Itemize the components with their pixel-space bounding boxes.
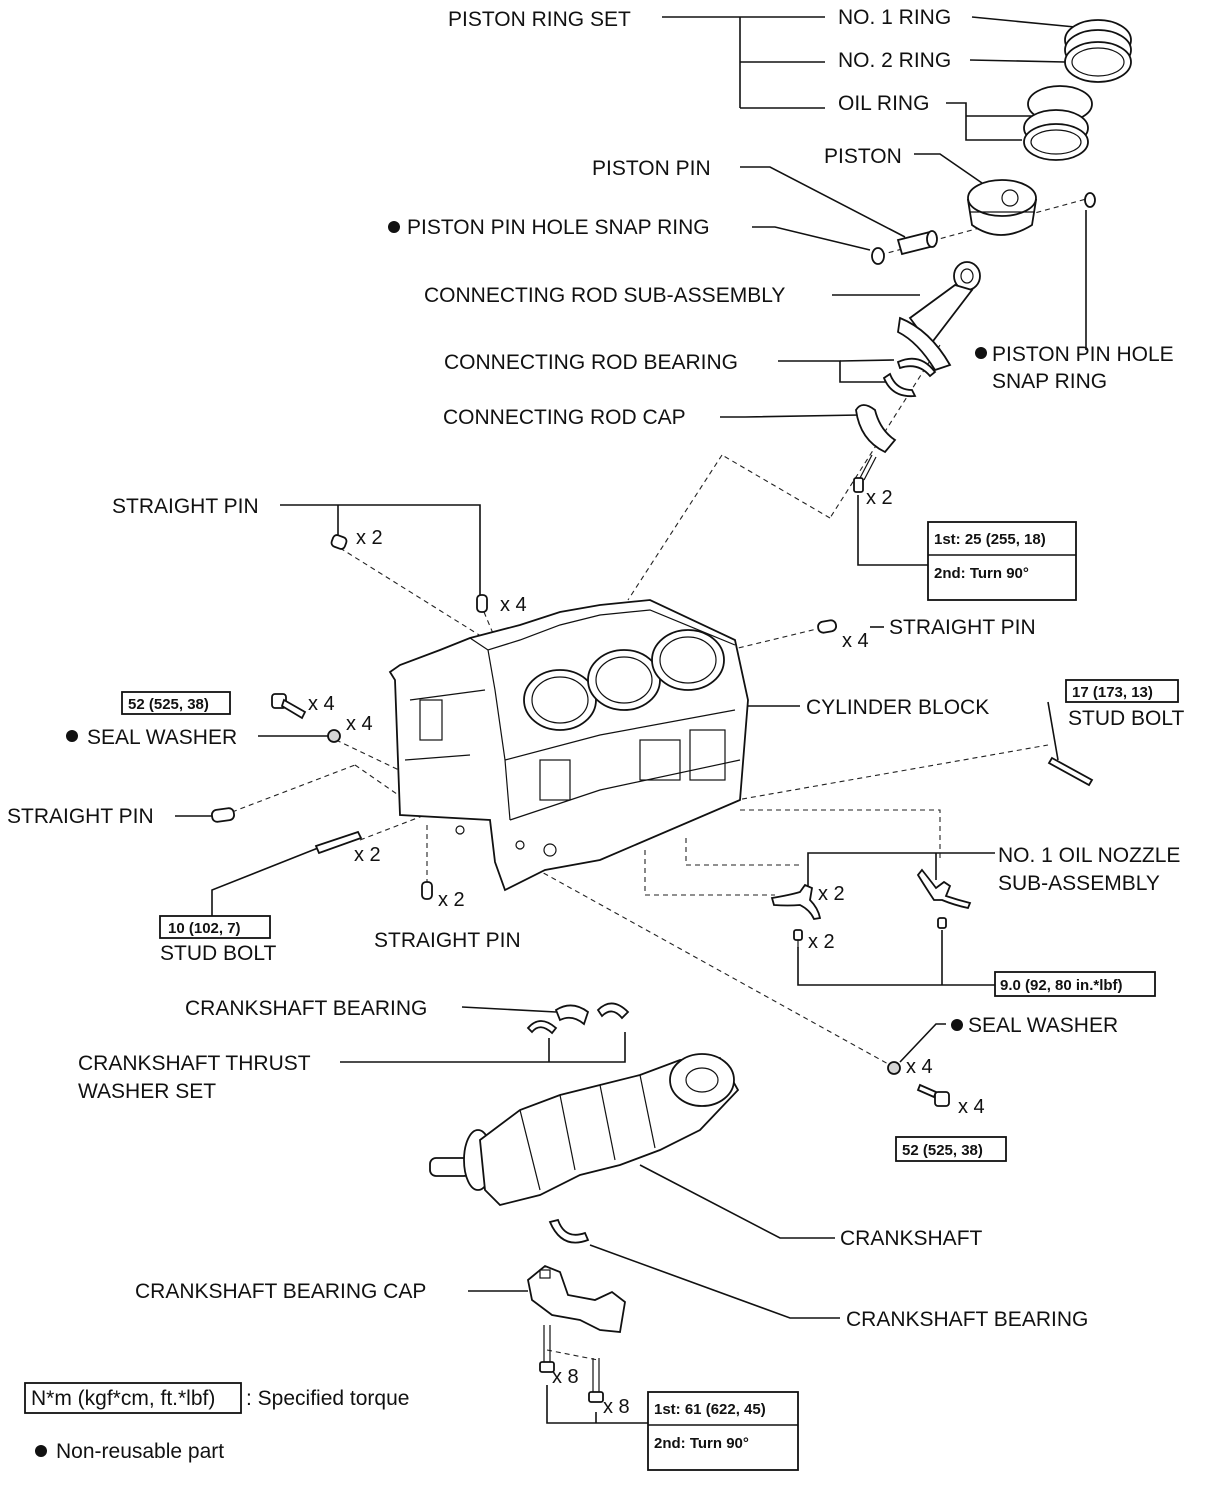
label-piston: PISTON (824, 145, 902, 168)
legend-non-reusable: Non-reusable part (56, 1440, 224, 1463)
torque-bolt-left: 52 (525, 38) (128, 696, 209, 713)
rod-bolt-part (853, 454, 877, 493)
qty-bearing-cap-bolt-b: x 8 (603, 1396, 630, 1418)
bolt-right-part (916, 1083, 950, 1107)
qty-straight-pin-top-a: x 2 (356, 527, 383, 549)
qty-bearing-cap-bolt-a: x 8 (552, 1366, 579, 1388)
label-crankshaft: CRANKSHAFT (840, 1227, 983, 1250)
torque-box-bolt-right (895, 1136, 1007, 1162)
label-oil-ring: OIL RING (838, 92, 929, 115)
torque-stud-bolt-left: 10 (102, 7) (168, 920, 241, 937)
label-stud-bolt-left: STUD BOLT (160, 942, 276, 965)
crankshaft-part (429, 1053, 740, 1206)
label-no2-ring: NO. 2 RING (838, 49, 951, 72)
qty-oil-nozzle-bolt: x 2 (808, 931, 835, 953)
seal-washer-left-part (327, 729, 341, 743)
torque-box-stud-bolt-right (1065, 679, 1179, 703)
part-labels: PISTON RING SET NO. 1 RING NO. 2 RING OI… (7, 6, 1184, 1331)
bolt-left-part (271, 693, 307, 720)
oil-nozzle-parts (770, 868, 972, 948)
label-snap-ring-right-2: SNAP RING (992, 370, 1107, 393)
torque-box-bearing-cap (647, 1391, 799, 1471)
legend-torque-desc: : Specified torque (246, 1387, 409, 1410)
torque-stud-bolt-right: 17 (173, 13) (1072, 684, 1153, 701)
legend-torque-box (24, 1382, 242, 1414)
torque-box-stud-bolt-left (159, 915, 271, 939)
torque-oil-nozzle: 9.0 (92, 80 in.*lbf) (1000, 977, 1123, 994)
qty-straight-pin-right: x 4 (842, 630, 869, 652)
torque-bolt-right: 52 (525, 38) (902, 1142, 983, 1159)
label-piston-pin: PISTON PIN (592, 157, 711, 180)
label-seal-washer-left: SEAL WASHER (87, 726, 237, 749)
qty-bolt-left: x 4 (308, 693, 335, 715)
torque-rod-cap-1: 1st: 25 (255, 18) (934, 531, 1046, 548)
stud-bolt-left-part (314, 830, 363, 855)
label-oil-nozzle-2: SUB-ASSEMBLY (998, 872, 1160, 895)
piston-part (966, 179, 1038, 236)
torque-rod-cap-2: 2nd: Turn 90° (934, 565, 1029, 582)
seal-washer-right-part (887, 1061, 901, 1075)
qty-bolt-right: x 4 (958, 1096, 985, 1118)
crankshaft-bearing-cap-part (527, 1264, 626, 1333)
qty-straight-pin-bottom: x 2 (438, 889, 465, 911)
snap-ring-left-part (871, 247, 885, 265)
non-reusable-dot (975, 347, 987, 359)
label-snap-ring-left: PISTON PIN HOLE SNAP RING (407, 216, 710, 239)
label-straight-pin-right: STRAIGHT PIN (889, 616, 1036, 639)
torque-labels: 1st: 25 (255, 18) 2nd: Turn 90° 52 (525,… (128, 531, 1153, 1452)
label-crankshaft-bearing-bottom: CRANKSHAFT BEARING (846, 1308, 1088, 1331)
qty-seal-washer-right: x 4 (906, 1056, 933, 1078)
bearing-cap-bolt-parts (539, 1325, 604, 1403)
straight-pin-parts (211, 534, 838, 900)
crankshaft-bearing-top-part (526, 1002, 630, 1035)
stud-bolt-right-part (1047, 756, 1094, 787)
label-thrust-washer-1: CRANKSHAFT THRUST (78, 1052, 311, 1075)
non-reusable-dot (35, 1445, 47, 1457)
torque-box-rod-cap (927, 521, 1077, 601)
legend: N*m (kgf*cm, ft.*lbf) : Specified torque… (31, 1387, 409, 1463)
label-connecting-rod-bearing: CONNECTING ROD BEARING (444, 351, 738, 374)
label-seal-washer-right: SEAL WASHER (968, 1014, 1118, 1037)
cylinder-block-part (388, 599, 749, 892)
connecting-rod-bearing-part (882, 357, 937, 398)
quantity-labels: x 2 x 2 x 4 x 4 x 4 x 4 x 2 x 2 x 2 x 2 … (308, 487, 985, 1418)
label-straight-pin-left: STRAIGHT PIN (7, 805, 154, 828)
connecting-rod-cap-part (855, 404, 897, 454)
legend-torque-unit: N*m (kgf*cm, ft.*lbf) (31, 1387, 215, 1410)
label-crankshaft-bearing-top: CRANKSHAFT BEARING (185, 997, 427, 1020)
oil-ring-part (1023, 85, 1093, 161)
label-straight-pin-bottom: STRAIGHT PIN (374, 929, 521, 952)
label-connecting-rod-cap: CONNECTING ROD CAP (443, 406, 686, 429)
label-piston-ring-set: PISTON RING SET (448, 8, 631, 31)
label-straight-pin-top: STRAIGHT PIN (112, 495, 259, 518)
torque-bearing-cap-2: 2nd: Turn 90° (654, 1435, 749, 1452)
leader-lines (175, 16, 1087, 1424)
connecting-rod-part (897, 261, 981, 372)
qty-oil-nozzle: x 2 (818, 883, 845, 905)
label-no1-ring: NO. 1 RING (838, 6, 951, 29)
label-oil-nozzle-1: NO. 1 OIL NOZZLE (998, 844, 1180, 867)
torque-box-oil-nozzle (994, 971, 1156, 997)
label-cylinder-block: CYLINDER BLOCK (806, 696, 989, 719)
no1-ring-part (1064, 19, 1132, 83)
piston-pin-part (896, 230, 938, 256)
label-snap-ring-right-1: PISTON PIN HOLE (992, 343, 1174, 366)
label-crankshaft-bearing-cap: CRANKSHAFT BEARING CAP (135, 1280, 426, 1303)
non-reusable-dot (388, 221, 400, 233)
label-connecting-rod: CONNECTING ROD SUB-ASSEMBLY (424, 284, 785, 307)
crankshaft-bearing-bottom-part (548, 1218, 590, 1244)
non-reusable-markers (35, 221, 987, 1457)
torque-bearing-cap-1: 1st: 61 (622, 45) (654, 1401, 766, 1418)
qty-rod-bolt: x 2 (866, 487, 893, 509)
qty-stud-bolt-left: x 2 (354, 844, 381, 866)
torque-box-bolt-left (121, 691, 231, 715)
snap-ring-right-part (1084, 192, 1096, 208)
qty-straight-pin-top-b: x 4 (500, 594, 527, 616)
label-stud-bolt-right: STUD BOLT (1068, 707, 1184, 730)
non-reusable-dot (951, 1019, 963, 1031)
label-thrust-washer-2: WASHER SET (78, 1080, 216, 1103)
qty-seal-washer-left: x 4 (346, 713, 373, 735)
non-reusable-dot (66, 730, 78, 742)
